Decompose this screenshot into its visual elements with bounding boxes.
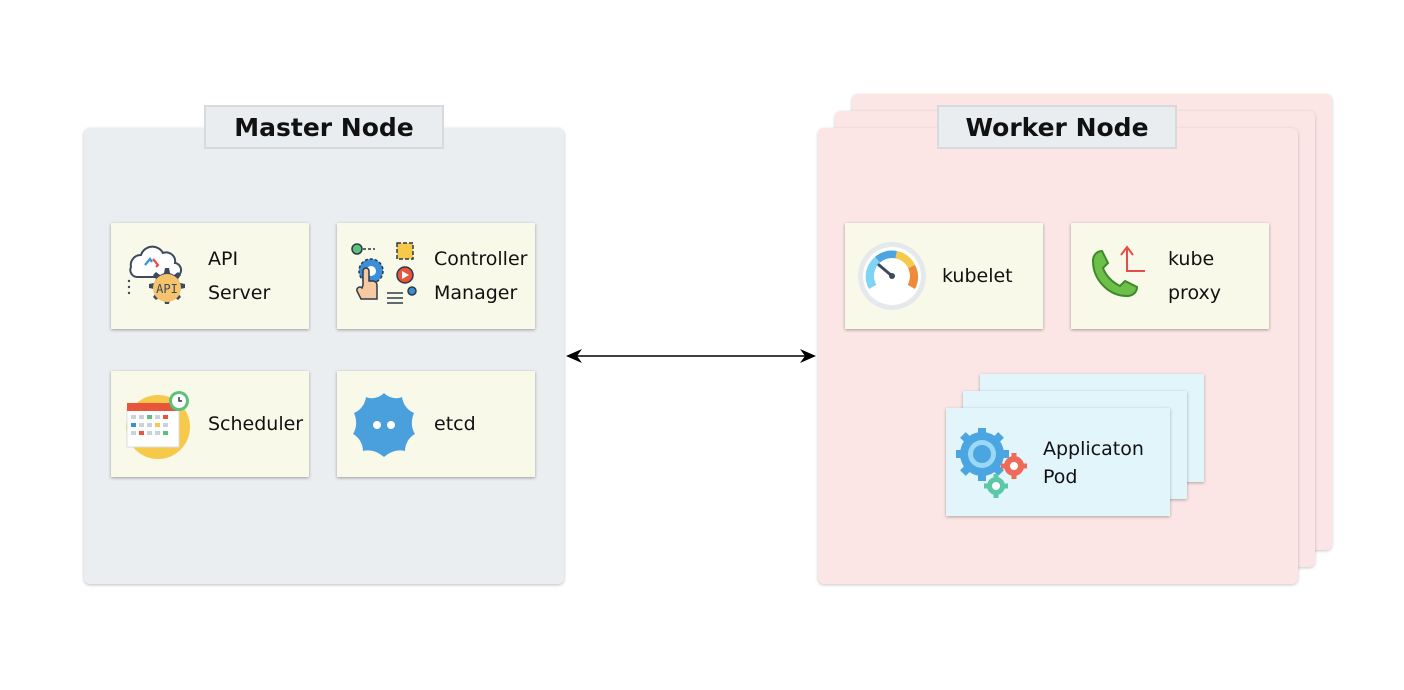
bidirectional-arrow	[566, 349, 816, 363]
etcd-icon	[353, 393, 415, 457]
controller-manager-icon	[351, 242, 417, 304]
worker-node-title: Worker Node	[937, 105, 1177, 149]
kubelet-label: kubelet	[942, 265, 1013, 287]
kube-proxy-card: kube proxy	[1071, 223, 1269, 329]
etcd-label: etcd	[434, 413, 476, 435]
api-server-icon: API	[127, 245, 185, 304]
controller-manager-card: Controller Manager	[337, 223, 535, 329]
api-server-card: API API Server	[111, 223, 309, 329]
master-node-title: Master Node	[204, 105, 444, 149]
svg-text:API: API	[156, 282, 178, 296]
gears-icon	[956, 428, 1027, 498]
controller-manager-label: Controller Manager	[434, 248, 528, 304]
kubelet-card: kubelet	[845, 223, 1043, 329]
scheduler-calendar-icon	[126, 391, 190, 459]
api-server-label: API Server	[208, 248, 271, 304]
phone-icon	[1091, 245, 1145, 298]
kube-proxy-label: kube proxy	[1168, 248, 1221, 304]
application-pod-label: Applicaton Pod	[1043, 438, 1144, 488]
scheduler-card: Scheduler	[111, 371, 309, 477]
gauge-icon	[858, 242, 926, 310]
master-node-panel	[84, 128, 564, 584]
scheduler-label: Scheduler	[208, 413, 304, 435]
etcd-card: etcd	[337, 371, 535, 477]
